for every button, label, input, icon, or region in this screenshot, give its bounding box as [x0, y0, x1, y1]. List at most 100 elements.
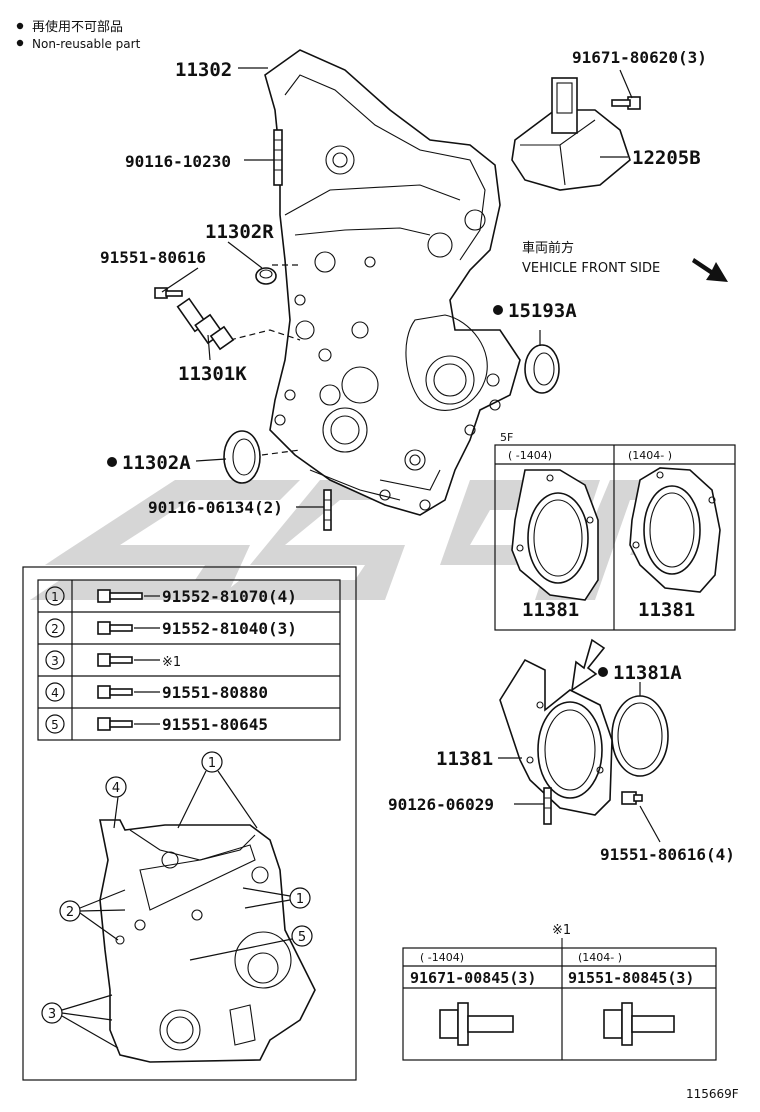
row-number-circle [45, 650, 65, 670]
svg-text:3: 3 [48, 1007, 56, 1022]
location-callout-1-right: 1 [242, 887, 311, 909]
bolt-table [37, 579, 341, 741]
seal-retainer-early-icon [511, 469, 599, 601]
figure-id: 115669F [686, 1087, 739, 1101]
row-part-number: 91551-80880 [162, 683, 268, 702]
row-number-circle [45, 714, 65, 734]
row-part-number: 91552-81070(4) [162, 587, 297, 606]
callout-91671-80620: 91671-80620(3) [572, 48, 707, 67]
chain-cover-icon [511, 77, 631, 191]
row-number: 5 [51, 718, 59, 732]
stud-bolt-icon [273, 129, 283, 186]
note-mark: ※1 [552, 923, 571, 938]
svg-text:4: 4 [112, 781, 120, 796]
direction-en: VEHICLE FRONT SIDE [522, 261, 660, 276]
location-callout-1-top: 1 [177, 751, 258, 829]
callout-90126-06029: 90126-06029 [388, 795, 494, 814]
bolt-icon [621, 791, 643, 805]
location-callout-3: 3 [41, 994, 119, 1049]
plug-icon [255, 267, 277, 285]
bolt-table-row: 5 91551-80645 [45, 714, 268, 734]
variant1-part: 11381 [522, 599, 579, 621]
location-callout-4: 4 [105, 776, 127, 829]
variant-col1-range: ( -1404) [508, 449, 552, 462]
callout-11381a: 11381A [613, 662, 682, 684]
legend-dot-icon [16, 22, 24, 30]
svg-text:5: 5 [298, 930, 306, 945]
leader-line [227, 241, 263, 269]
bolt-shank [109, 592, 143, 600]
callout-12205b: 12205B [632, 147, 701, 169]
svg-text:1: 1 [208, 756, 216, 771]
leader-line [639, 805, 661, 843]
row-number-circle [45, 586, 65, 606]
stud-bolt-icon [323, 489, 332, 531]
flange-bolt-icon [603, 1002, 675, 1046]
bolt-icon [97, 685, 111, 699]
bolt-icon [154, 287, 183, 299]
bolt-icon [97, 653, 111, 667]
oil-seal-icon [611, 695, 669, 777]
callout-11301k: 11301K [178, 363, 247, 385]
callout-91551-80616: 91551-80616 [100, 248, 206, 267]
row-number: 2 [51, 622, 59, 636]
callout-11302a: 11302A [122, 452, 191, 474]
callout-15193a: 15193A [508, 300, 577, 322]
variant2-part: 11381 [638, 599, 695, 621]
bolt-shank [109, 688, 133, 696]
leader-line [207, 334, 211, 361]
bolt-table-row: 4 91551-80880 [45, 682, 268, 702]
callout-90116-10230: 90116-10230 [125, 152, 231, 171]
note-box [402, 947, 717, 1061]
box-tag-5f: 5F [500, 431, 513, 444]
location-callout-5: 5 [189, 925, 313, 961]
row-number: 4 [51, 686, 59, 700]
engine-front-outline [99, 819, 316, 1063]
row-number: 1 [51, 590, 59, 604]
leader-line [619, 69, 633, 99]
legend-dot-icon [16, 39, 24, 47]
note-part2: 91551-80845(3) [568, 969, 694, 987]
seal-retainer-assembly-icon [499, 658, 613, 816]
dashed-link [229, 329, 301, 341]
install-direction-arrow-icon [570, 638, 606, 692]
note-col2-range: (1404- ) [578, 951, 622, 964]
stud-bolt-icon [543, 787, 552, 825]
bolt-table-row: 2 91552-81040(3) [45, 618, 297, 638]
bolt-shank [109, 656, 133, 664]
location-callout-2: 2 [59, 889, 126, 941]
bolt-table-row: 1 91552-81070(4) [45, 586, 297, 606]
non-reusable-dot-icon [598, 667, 608, 677]
variant-col2-range: (1404- ) [628, 449, 672, 462]
bolt-table-row: 3 ※1 [45, 650, 181, 670]
row-number-circle [45, 682, 65, 702]
row-part-number: 91552-81040(3) [162, 619, 297, 638]
legend-en: Non-reusable part [32, 37, 141, 51]
row-number-circle [45, 618, 65, 638]
svg-text:2: 2 [66, 905, 74, 920]
seal-retainer-late-icon [629, 467, 721, 593]
note-part1: 91671-00845(3) [410, 969, 536, 987]
leader-line [161, 267, 199, 293]
legend-jp: 再使用不可部品 [32, 19, 123, 35]
oil-seal-icon [223, 430, 261, 484]
callout-11302r: 11302R [205, 221, 274, 243]
row-part-number: ※1 [162, 655, 181, 670]
bolt-icon [611, 96, 641, 110]
sensor-icon [176, 297, 235, 351]
callout-90116-06134: 90116-06134(2) [148, 498, 283, 517]
callout-11302: 11302 [175, 59, 232, 81]
flange-bolt-icon [439, 1002, 514, 1046]
timing-chain-cover [264, 49, 521, 516]
bolt-icon [97, 717, 111, 731]
leader-line [195, 458, 227, 462]
direction-jp: 車両前方 [522, 240, 574, 256]
non-reusable-dot-icon [493, 305, 503, 315]
seal-retainer-variants-box [494, 444, 736, 631]
row-part-number: 91551-80645 [162, 715, 268, 734]
bolt-icon [97, 621, 111, 635]
row-number: 3 [51, 654, 59, 668]
non-reusable-dot-icon [107, 457, 117, 467]
svg-text:1: 1 [296, 892, 304, 907]
